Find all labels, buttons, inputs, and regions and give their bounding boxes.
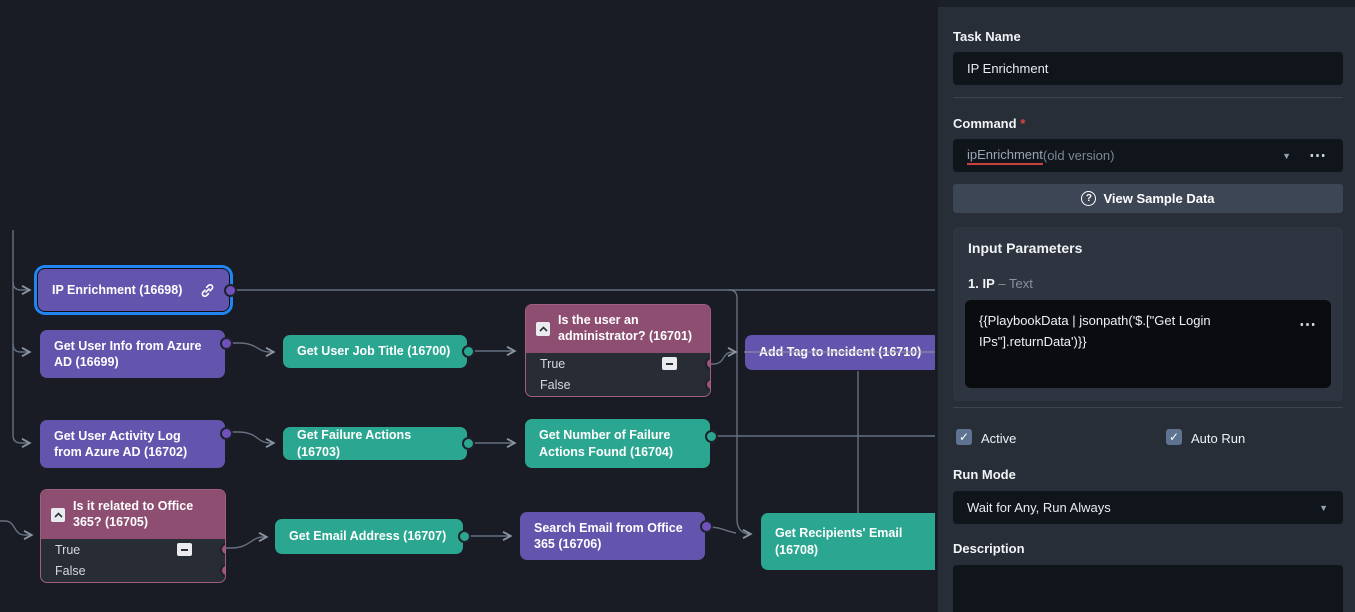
- link-icon[interactable]: [200, 283, 215, 298]
- node-label: Get User Job Title (16700): [297, 344, 451, 359]
- ellipsis-menu-icon[interactable]: ⋯: [1299, 315, 1317, 334]
- panel-top-strip: [938, 0, 1355, 7]
- task-name-label: Task Name: [953, 29, 1021, 44]
- active-checkbox-label[interactable]: Active: [981, 431, 1017, 446]
- node-label: Get Recipients' Email (16708): [775, 526, 903, 557]
- workflow-condition-node-16705[interactable]: Is it related to Office 365? (16705) True…: [40, 489, 226, 583]
- branch-label: False: [55, 563, 86, 578]
- run-mode-value: Wait for Any, Run Always: [967, 500, 1111, 515]
- workflow-node-16702[interactable]: Get User Activity Log from Azure AD (167…: [40, 420, 233, 468]
- parameter-type: – Text: [998, 276, 1033, 291]
- node-label: Get Number of Failure Actions Found (167…: [539, 428, 674, 459]
- workflow-node-16704[interactable]: Get Number of Failure Actions Found (167…: [525, 419, 718, 468]
- minus-icon[interactable]: [177, 543, 192, 556]
- branch-connector-dot[interactable]: [705, 357, 710, 370]
- description-label: Description: [953, 541, 1025, 556]
- divider: [953, 407, 1343, 408]
- condition-branch-true[interactable]: True: [41, 539, 225, 560]
- command-value: ipEnrichment: [967, 147, 1043, 165]
- node-connector-dot[interactable]: [220, 426, 233, 440]
- node-connector-dot[interactable]: [462, 345, 475, 358]
- node-connector-dot[interactable]: [705, 429, 718, 443]
- parameter-header: 1. IP – Text: [968, 276, 1033, 291]
- run-mode-label: Run Mode: [953, 467, 1016, 482]
- auto-run-checkbox-label[interactable]: Auto Run: [1191, 431, 1246, 446]
- node-label: Get Email Address (16707): [289, 529, 447, 544]
- condition-branch-false[interactable]: False: [526, 374, 710, 395]
- active-checkbox[interactable]: ✓: [956, 429, 972, 445]
- node-connector-dot[interactable]: [220, 336, 233, 350]
- branch-connector-dot[interactable]: [220, 543, 225, 556]
- command-version-suffix: (old version): [1042, 148, 1115, 163]
- question-circle-icon: ?: [1081, 191, 1097, 206]
- task-properties-panel: Task Name Command * ipEnrichment (old ve…: [935, 0, 1355, 612]
- condition-branch-false[interactable]: False: [41, 560, 225, 581]
- branch-connector-dot[interactable]: [705, 378, 710, 391]
- task-name-input[interactable]: [953, 52, 1343, 85]
- parameter-value-input[interactable]: {{PlaybookData | jsonpath('$.["Get Login…: [965, 300, 1331, 388]
- auto-run-checkbox[interactable]: ✓: [1166, 429, 1182, 445]
- input-parameters-title: Input Parameters: [968, 240, 1083, 256]
- parameter-name: 1. IP: [968, 276, 995, 291]
- workflow-node-16707[interactable]: Get Email Address (16707): [275, 519, 471, 554]
- node-label: Is the user an administrator? (16701): [558, 313, 693, 343]
- branch-label: True: [540, 356, 566, 371]
- node-label: Get Failure Actions (16703): [297, 428, 412, 459]
- run-mode-select[interactable]: Wait for Any, Run Always ▼: [953, 491, 1343, 524]
- branch-label: True: [55, 542, 81, 557]
- ellipsis-menu-icon[interactable]: ⋯: [1309, 145, 1327, 165]
- collapse-icon[interactable]: [51, 507, 65, 522]
- node-label: Is it related to Office 365? (16705): [73, 498, 194, 529]
- branch-connector-dot[interactable]: [220, 564, 225, 577]
- minus-icon[interactable]: [662, 357, 677, 370]
- node-connector-dot[interactable]: [224, 283, 237, 297]
- condition-header[interactable]: Is it related to Office 365? (16705): [41, 490, 225, 539]
- workflow-node-16710[interactable]: Add Tag to Incident (16710): [745, 335, 935, 370]
- workflow-node-16706[interactable]: Search Email from Office 365 (16706): [520, 512, 713, 560]
- collapse-icon[interactable]: [536, 322, 550, 336]
- condition-branch-true[interactable]: True: [526, 353, 710, 374]
- required-asterisk: *: [1020, 116, 1026, 131]
- node-connector-dot[interactable]: [458, 530, 471, 543]
- workflow-node-16698[interactable]: IP Enrichment (16698): [38, 269, 237, 311]
- node-label: Add Tag to Incident (16710): [759, 345, 922, 360]
- workflow-node-16700[interactable]: Get User Job Title (16700): [283, 335, 475, 368]
- branch-label: False: [540, 377, 571, 392]
- input-parameters-card: Input Parameters 1. IP – Text {{Playbook…: [953, 227, 1343, 401]
- workflow-node-16708[interactable]: Get Recipients' Email (16708): [761, 513, 935, 570]
- workflow-canvas[interactable]: IP Enrichment (16698) Get User Info from …: [0, 0, 935, 612]
- view-sample-data-label: View Sample Data: [1103, 191, 1215, 206]
- divider: [953, 97, 1343, 98]
- node-label: Get User Activity Log from Azure AD (167…: [54, 428, 188, 459]
- chevron-down-icon[interactable]: ▼: [1282, 150, 1291, 161]
- parameter-value-text: {{PlaybookData | jsonpath('$.["Get Login…: [979, 313, 1211, 350]
- condition-header[interactable]: Is the user an administrator? (16701): [526, 305, 710, 353]
- command-select[interactable]: ipEnrichment (old version) ▼ ⋯: [953, 139, 1343, 172]
- workflow-condition-node-16701[interactable]: Is the user an administrator? (16701) Tru…: [525, 304, 711, 397]
- description-textarea[interactable]: [953, 565, 1343, 612]
- node-label: Search Email from Office 365 (16706): [534, 520, 683, 551]
- node-label: Get User Info from Azure AD (16699): [54, 338, 202, 369]
- node-connector-dot[interactable]: [700, 519, 713, 533]
- chevron-down-icon: ▼: [1319, 502, 1328, 513]
- workflow-node-16699[interactable]: Get User Info from Azure AD (16699): [40, 330, 233, 378]
- workflow-node-16703[interactable]: Get Failure Actions (16703): [283, 427, 475, 460]
- node-connector-dot[interactable]: [462, 437, 475, 450]
- node-label: IP Enrichment (16698): [52, 282, 183, 297]
- command-label: Command *: [953, 116, 1026, 131]
- view-sample-data-button[interactable]: ? View Sample Data: [953, 184, 1343, 213]
